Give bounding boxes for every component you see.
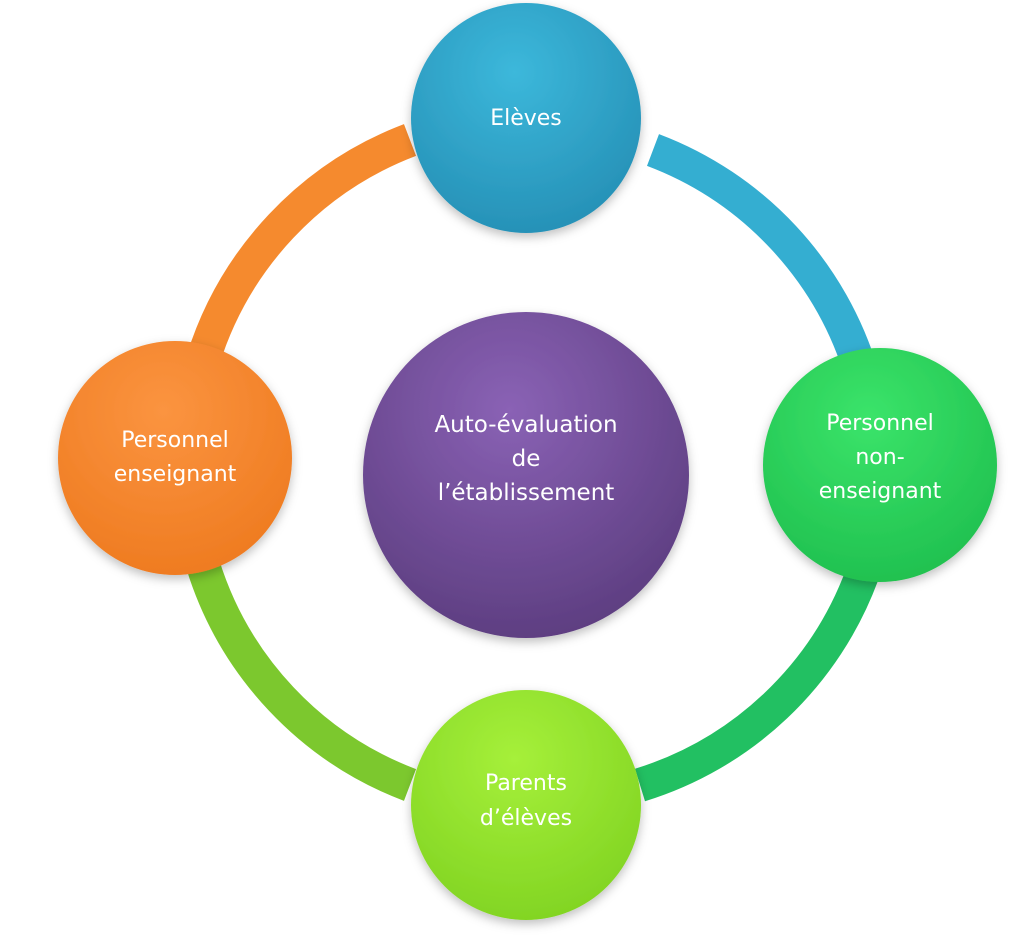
node-parents-eleves-line-2: d’élèves bbox=[480, 806, 572, 831]
node-personnel-non-enseignant-line-1: Personnel bbox=[826, 411, 934, 436]
node-personnel-enseignant-circle bbox=[58, 341, 292, 575]
node-personnel-enseignant: Personnel enseignant bbox=[58, 341, 292, 575]
arc-parents-to-enseignant bbox=[186, 559, 417, 801]
node-personnel-enseignant-line-2: enseignant bbox=[114, 462, 237, 487]
arc-eleves-to-non-enseignant bbox=[646, 134, 879, 380]
node-personnel-non-enseignant-circle bbox=[763, 348, 997, 582]
center-node: Auto-évaluation de l’établissement bbox=[363, 312, 689, 638]
node-parents-eleves-circle bbox=[411, 690, 641, 920]
arc-enseignant-to-eleves bbox=[186, 124, 417, 366]
node-parents-eleves: Parents d’élèves bbox=[411, 690, 641, 920]
node-parents-eleves-line-1: Parents bbox=[485, 771, 567, 796]
node-personnel-enseignant-line-1: Personnel bbox=[121, 428, 229, 453]
arc-non-enseignant-to-parents bbox=[634, 569, 878, 802]
center-label-line-3: l’établissement bbox=[438, 480, 615, 506]
node-personnel-non-enseignant-line-3: enseignant bbox=[819, 479, 942, 504]
node-personnel-non-enseignant: Personnel non- enseignant bbox=[763, 348, 997, 582]
node-eleves: Elèves bbox=[411, 3, 641, 233]
cycle-arcs bbox=[186, 124, 879, 802]
node-eleves-circle bbox=[411, 3, 641, 233]
node-personnel-non-enseignant-line-2: non- bbox=[855, 445, 904, 470]
center-label-line-1: Auto-évaluation bbox=[434, 412, 617, 438]
center-label-line-2: de bbox=[512, 446, 541, 472]
center-circle bbox=[363, 312, 689, 638]
node-eleves-label: Elèves bbox=[490, 106, 562, 131]
